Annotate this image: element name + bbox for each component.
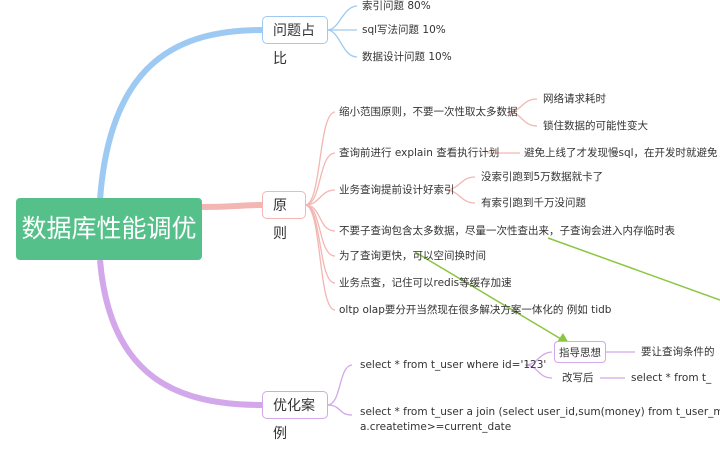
leaf-sql-problem[interactable]: sql写法问题 10% <box>362 24 446 36</box>
branch-principles[interactable]: 原则 <box>262 191 306 242</box>
leaf-guide-detail[interactable]: 要让查询条件的 <box>641 346 715 358</box>
branch-cases[interactable]: 优化案例 <box>262 391 328 442</box>
branch-problems[interactable]: 问题占比 <box>262 16 328 67</box>
leaf-case-join-line2[interactable]: a.createtime>=current_date <box>360 421 512 433</box>
leaf-no-index[interactable]: 没索引跑到5万数据就卡了 <box>481 171 604 183</box>
leaf-rewrite[interactable]: 改写后 <box>562 372 594 384</box>
connector-root-cases <box>97 259 263 408</box>
connectors-principles <box>304 98 538 311</box>
leaf-space-for-time[interactable]: 为了查询更快，可以空间换时间 <box>339 250 486 262</box>
leaf-subquery-principle[interactable]: 不要子查询包含太多数据，尽量一次性查出来，子查询会进入内存临时表 <box>339 225 675 237</box>
leaf-case-join-line1[interactable]: select * from t_user a join (select user… <box>360 406 720 418</box>
leaf-index-problem[interactable]: 索引问题 80% <box>362 0 431 12</box>
leaf-case-select-id[interactable]: select * from t_user where id='123' <box>360 359 547 371</box>
leaf-explain-detail[interactable]: 避免上线了才发现慢sql，在开发时就避免 <box>524 147 718 159</box>
leaf-explain-principle[interactable]: 查询前进行 explain 查看执行计划 <box>339 147 500 159</box>
connectors-cases <box>326 351 635 416</box>
leaf-design-problem[interactable]: 数据设计问题 10% <box>362 51 452 63</box>
leaf-lock-risk[interactable]: 锁住数据的可能性变大 <box>543 120 648 132</box>
arrow-line-2 <box>547 237 720 301</box>
root-node[interactable]: 数据库性能调优 <box>16 198 202 260</box>
connectors-problems <box>326 5 358 58</box>
leaf-network-latency[interactable]: 网络请求耗时 <box>543 93 606 105</box>
leaf-rewrite-detail[interactable]: select * from t_ <box>631 372 712 384</box>
leaf-index-design-principle[interactable]: 业务查询提前设计好索引 <box>339 184 455 196</box>
connector-root-principles <box>201 202 263 210</box>
leaf-scope-principle[interactable]: 缩小范围原则，不要一次性取太多数据 <box>339 106 518 118</box>
leaf-oltp-olap[interactable]: oltp olap要分开当然现在很多解决方案一体化的 例如 tidb <box>339 304 612 316</box>
leaf-cache-principle[interactable]: 业务点查，记住可以redis等缓存加速 <box>339 277 512 289</box>
leaf-with-index[interactable]: 有索引跑到千万没问题 <box>481 197 586 209</box>
arrow-line-1 <box>414 251 567 343</box>
connector-root-problems <box>97 27 263 201</box>
leaf-guide-idea[interactable]: 指导思想 <box>554 341 606 363</box>
